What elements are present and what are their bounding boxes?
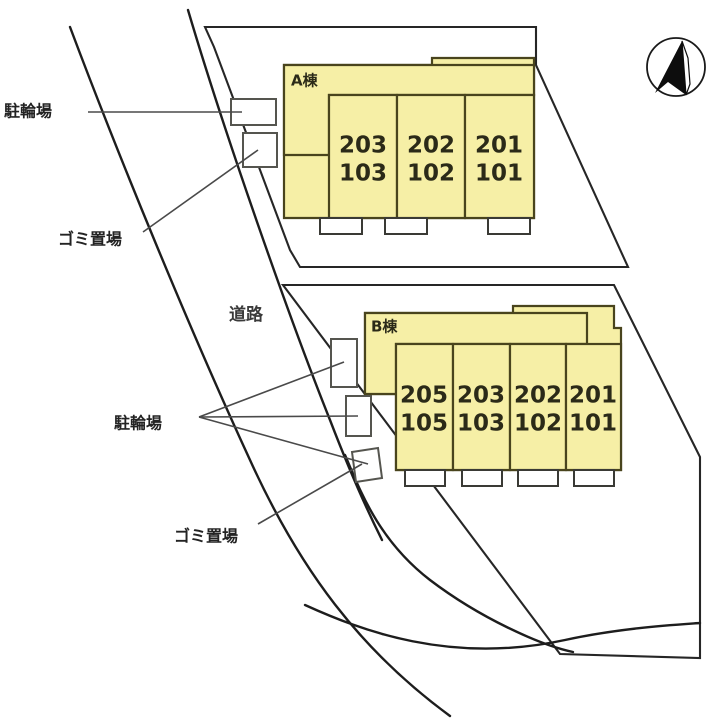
garbage-area-box-lower[interactable] — [350, 446, 384, 484]
building-a-unit-3-upper: 201 — [475, 133, 523, 159]
label-road: 道路 — [229, 304, 264, 325]
lot-edge-curve-lower — [343, 453, 575, 654]
building-b-stoop-1 — [404, 469, 446, 487]
leader-bicycle-parking-lower-c — [198, 416, 369, 465]
site-boundary-lower — [280, 283, 702, 660]
label-bicycle-parking-lower: 駐輪場 — [114, 414, 162, 433]
leader-garbage-lower — [257, 463, 363, 525]
label-garbage-area-lower: ゴミ置場 — [174, 527, 238, 546]
leader-garbage-upper — [142, 149, 259, 233]
building-b-stoop-4 — [573, 469, 615, 487]
building-a-stoop-3 — [487, 217, 531, 235]
building-b-label: B棟 — [371, 318, 398, 336]
north-arrow — [646, 37, 706, 97]
building-a-stoop-1 — [319, 217, 363, 235]
building-b-unit-4-lower: 101 — [569, 411, 617, 437]
bicycle-parking-box-lower-2[interactable] — [345, 395, 372, 437]
leader-bicycle-parking-lower-b — [198, 415, 359, 418]
building-a-unit-2[interactable] — [395, 93, 467, 220]
building-a-unit-2-upper: 202 — [407, 133, 455, 159]
path-line-lower — [303, 603, 702, 650]
building-a-unit-2-lower: 102 — [407, 161, 455, 187]
building-b-unit-3-lower: 102 — [514, 411, 562, 437]
label-bicycle-parking-upper: 駐輪場 — [4, 102, 52, 121]
building-a-unit-3[interactable] — [463, 93, 536, 220]
building-a-unit-1[interactable] — [327, 93, 399, 220]
building-a-unit-3-lower: 101 — [475, 161, 523, 187]
building-b-stoop-3 — [517, 469, 559, 487]
road-edge-left — [68, 25, 452, 718]
building-b-unit-1-lower: 105 — [400, 411, 448, 437]
building-a[interactable]: A棟 203 103 202 102 201 101 — [282, 56, 536, 235]
building-a-unit-1-upper: 203 — [339, 133, 387, 159]
road-edge-right — [186, 8, 384, 542]
building-b-stoop-2 — [461, 469, 503, 487]
building-a-unit-1-lower: 103 — [339, 161, 387, 187]
label-garbage-area-upper: ゴミ置場 — [58, 230, 122, 249]
building-b-unit-1-upper: 205 — [400, 383, 448, 409]
garbage-area-box-upper[interactable] — [242, 132, 278, 168]
building-a-label: A棟 — [291, 72, 319, 90]
leader-bicycle-parking-lower-a — [198, 361, 345, 418]
north-arrow-needle-light — [681, 40, 691, 96]
building-b[interactable]: B棟 205 105 203 103 202 102 201 101 — [363, 304, 623, 487]
bicycle-parking-box-lower-1[interactable] — [330, 338, 358, 388]
north-arrow-needle — [655, 41, 686, 95]
building-b-unit-3-upper: 202 — [514, 383, 562, 409]
site-boundary-upper — [203, 25, 630, 269]
building-a-stoop-2 — [384, 217, 428, 235]
building-b-unit-2-upper: 203 — [457, 383, 505, 409]
building-b-unit-2-lower: 103 — [457, 411, 505, 437]
building-b-unit-4-upper: 201 — [569, 383, 617, 409]
building-b-unit-4[interactable] — [564, 342, 623, 472]
